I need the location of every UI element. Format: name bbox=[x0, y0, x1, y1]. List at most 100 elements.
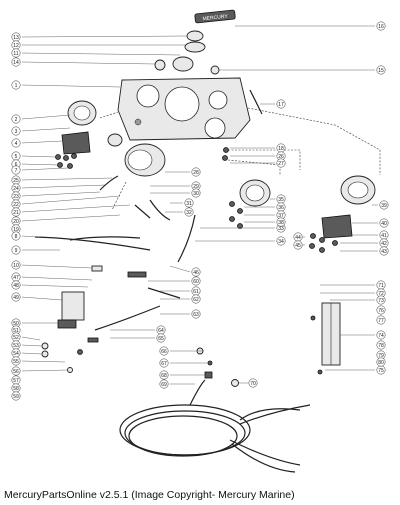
right-callout-bubble bbox=[159, 379, 169, 389]
left-callout-number: 47 bbox=[13, 275, 19, 281]
right-callout-bubble bbox=[376, 340, 386, 350]
left-callout-number: 49 bbox=[13, 295, 19, 301]
small-indicator bbox=[107, 133, 123, 147]
left-callout-number: 4 bbox=[15, 141, 18, 147]
right-callout-number: 73 bbox=[378, 298, 384, 304]
terminal-block bbox=[310, 302, 341, 375]
left-callout-number: 12 bbox=[13, 43, 19, 49]
exploded-parts-diagram: MERCURY bbox=[11, 9, 389, 473]
wire-pieces bbox=[34, 89, 263, 331]
left-callout-number: 53 bbox=[13, 343, 19, 349]
left-callout-number: 51 bbox=[13, 328, 19, 334]
left-callout-bubble bbox=[11, 138, 21, 148]
left-callout-number: 58 bbox=[13, 386, 19, 392]
right-callout-bubble bbox=[159, 346, 169, 356]
right-callout-bubble bbox=[159, 370, 169, 380]
logo-text: MERCURY bbox=[202, 14, 228, 23]
right-callout-number: 79 bbox=[378, 353, 384, 359]
right-callout-number: 64 bbox=[158, 328, 164, 334]
gauge-left bbox=[67, 100, 97, 126]
right-callout-number: 26 bbox=[278, 154, 284, 160]
left-callout-bubble bbox=[11, 165, 21, 175]
left-callout-number: 23 bbox=[13, 194, 19, 200]
left-callout-number: 14 bbox=[13, 60, 19, 66]
hardware-cluster-left bbox=[55, 153, 77, 169]
left-callout-bubble bbox=[11, 48, 21, 58]
left-callout-bubble bbox=[11, 260, 21, 270]
left-callout-number: 56 bbox=[13, 369, 19, 375]
right-callout-bubble bbox=[376, 21, 386, 31]
small-parts-bottom bbox=[196, 347, 239, 387]
left-callout-number: 19 bbox=[13, 227, 19, 233]
right-callout-number: 36 bbox=[278, 205, 284, 211]
wiring-harness-coil bbox=[119, 379, 311, 473]
right-callout-bubble bbox=[379, 200, 389, 210]
right-callout-bubble bbox=[191, 188, 201, 198]
right-callout-bubble bbox=[191, 294, 201, 304]
right-callout-bubble bbox=[376, 295, 386, 305]
right-callout-number: 43 bbox=[381, 249, 387, 255]
right-callout-number: 78 bbox=[378, 343, 384, 349]
left-callout-bubble bbox=[11, 57, 21, 67]
right-callout-number: 69 bbox=[161, 382, 167, 388]
right-callout-number: 40 bbox=[381, 221, 387, 227]
right-callout-number: 17 bbox=[278, 102, 284, 108]
right-callout-number: 37 bbox=[278, 213, 284, 219]
left-callout-number: 50 bbox=[13, 321, 19, 327]
right-callout-bubble bbox=[191, 267, 201, 277]
left-callout-number: 2 bbox=[15, 117, 18, 123]
right-callout-number: 77 bbox=[378, 318, 384, 324]
right-callout-bubble bbox=[191, 276, 201, 286]
left-callout-number: 59 bbox=[13, 394, 19, 400]
left-callout-number: 55 bbox=[13, 359, 19, 365]
right-callout-number: 29 bbox=[193, 184, 199, 190]
right-callout-number: 72 bbox=[378, 291, 384, 297]
right-callout-number: 44 bbox=[295, 235, 301, 241]
right-callout-number: 31 bbox=[186, 201, 192, 207]
right-callout-number: 61 bbox=[193, 289, 199, 295]
left-callout-number: 11 bbox=[13, 51, 18, 57]
left-callout-bubble bbox=[11, 366, 21, 376]
right-callout-number: 60 bbox=[193, 279, 199, 285]
left-callout-number: 9 bbox=[15, 248, 18, 254]
left-callout-bubble bbox=[11, 80, 21, 90]
right-callout-number: 76 bbox=[378, 308, 384, 314]
right-callout-bubble bbox=[376, 315, 386, 325]
left-callout-number: 57 bbox=[13, 378, 19, 384]
right-callout-number: 38 bbox=[278, 220, 284, 226]
right-callout-bubble bbox=[276, 217, 286, 227]
right-callout-bubble bbox=[376, 65, 386, 75]
right-callout-bubble bbox=[276, 158, 286, 168]
left-callout-bubble bbox=[11, 280, 21, 290]
right-callout-number: 34 bbox=[278, 239, 284, 245]
right-callout-number: 46 bbox=[193, 270, 199, 276]
left-callout-number: 13 bbox=[13, 35, 19, 41]
left-callout-number: 1 bbox=[15, 83, 18, 89]
right-callout-bubble bbox=[184, 198, 194, 208]
right-callout-number: 30 bbox=[193, 191, 199, 197]
left-callout-bubble bbox=[11, 245, 21, 255]
right-callout-number: 33 bbox=[278, 226, 284, 232]
right-callout-bubble bbox=[376, 357, 386, 367]
right-callout-number: 28 bbox=[193, 170, 199, 176]
left-callout-number: 48 bbox=[13, 283, 19, 289]
connectors-lower-left bbox=[41, 265, 147, 373]
right-callout-number: 42 bbox=[381, 241, 387, 247]
left-callout-number: 21 bbox=[13, 210, 19, 216]
right-callout-number: 70 bbox=[250, 381, 256, 387]
left-callout-bubble bbox=[11, 114, 21, 124]
right-callout-bubble bbox=[276, 99, 286, 109]
right-callout-number: 80 bbox=[378, 360, 384, 366]
right-callout-number: 15 bbox=[378, 68, 384, 74]
bracket-right bbox=[321, 214, 353, 239]
right-callout-bubble bbox=[191, 167, 201, 177]
right-callout-number: 18 bbox=[278, 146, 284, 152]
right-callout-number: 74 bbox=[378, 333, 384, 339]
right-callout-number: 62 bbox=[193, 297, 199, 303]
mercury-logo-plate: MERCURY bbox=[194, 9, 236, 24]
right-callout-number: 67 bbox=[161, 361, 167, 367]
left-callout-number: 5 bbox=[15, 154, 18, 160]
right-callout-bubble bbox=[248, 378, 258, 388]
left-callout-number: 7 bbox=[15, 168, 18, 174]
